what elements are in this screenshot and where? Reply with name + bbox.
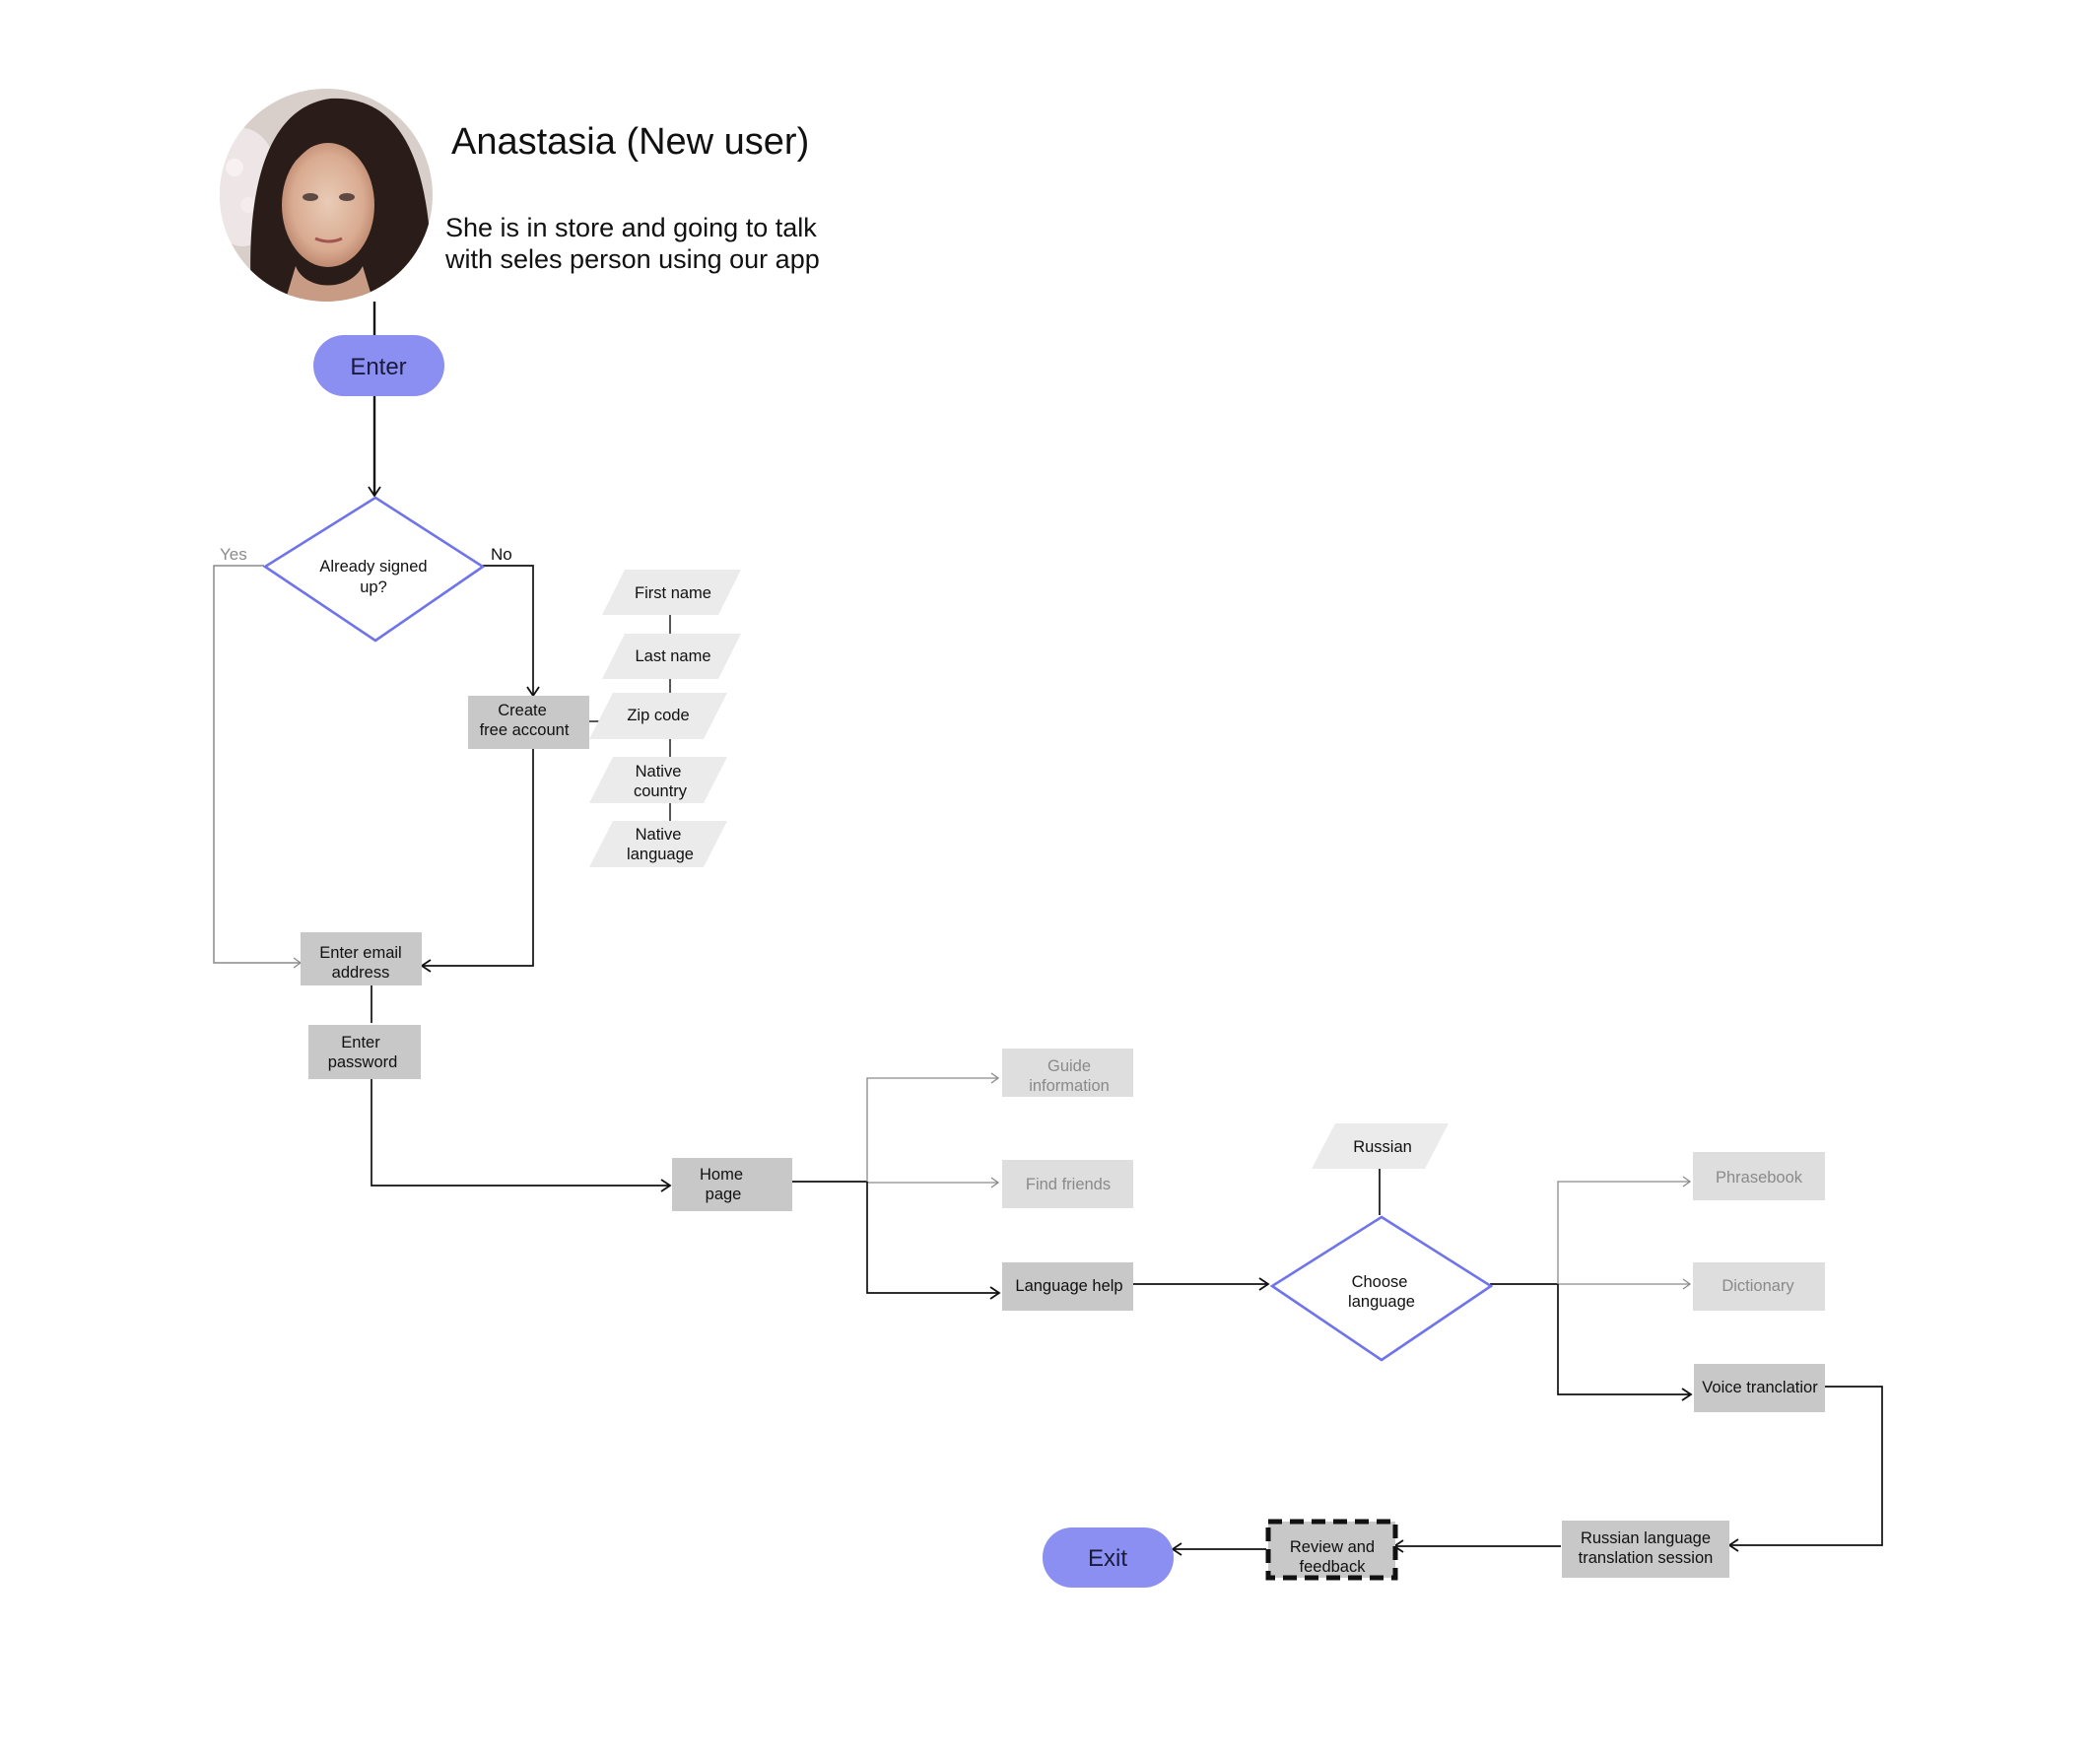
create-account-box[interactable]: Create free account [468, 696, 589, 749]
last-name-label: Last name [635, 647, 710, 665]
dictionary-box[interactable]: Dictionary [1693, 1262, 1825, 1311]
language-help-label: Language help [1015, 1277, 1122, 1295]
home-page-label-2: page [706, 1186, 742, 1203]
enter-terminal[interactable]: Enter [313, 335, 444, 396]
enter-email-label-2: address [332, 964, 390, 982]
native-country-input[interactable]: Native country [589, 757, 727, 803]
enter-password-label-2: password [328, 1053, 398, 1071]
russian-session-box[interactable]: Russian language translation session [1562, 1521, 1729, 1578]
user-portrait-icon [220, 89, 433, 302]
voice-translation-label: Voice tranclatior [1702, 1379, 1818, 1396]
voice-translation-box[interactable]: Voice tranclatior [1694, 1364, 1825, 1412]
connector-no-create [483, 565, 540, 698]
connector-yes-email [213, 565, 303, 969]
native-language-input[interactable]: Native language [589, 821, 727, 867]
review-feedback-box[interactable]: Review and feedback [1265, 1519, 1398, 1581]
find-friends-box[interactable]: Find friends [1002, 1160, 1133, 1208]
connector-password-home [371, 1076, 672, 1192]
connector-create-email [420, 747, 534, 973]
home-page-label-1: Home [700, 1166, 743, 1184]
guide-information-box[interactable]: Guide information [1002, 1049, 1133, 1097]
first-name-label: First name [635, 584, 711, 602]
enter-label: Enter [350, 354, 406, 380]
native-language-label-2: language [627, 846, 694, 863]
guide-information-label-2: information [1029, 1077, 1110, 1095]
choose-language-label-2: language [1348, 1293, 1415, 1311]
native-country-label-1: Native [636, 763, 682, 780]
find-friends-label: Find friends [1026, 1176, 1111, 1193]
persona-avatar [220, 89, 433, 302]
create-account-label-2: free account [480, 721, 570, 739]
enter-password-box[interactable]: Enter password [308, 1025, 421, 1079]
dictionary-label: Dictionary [1722, 1277, 1794, 1295]
exit-terminal[interactable]: Exit [1043, 1527, 1174, 1588]
persona-description-line-2: with seles person using our app [444, 244, 820, 274]
yes-label: Yes [220, 545, 247, 564]
russian-session-label-2: translation session [1579, 1549, 1714, 1567]
connector-language-help [866, 1182, 1001, 1300]
choose-language-decision[interactable]: Choose language [1269, 1215, 1494, 1362]
last-name-input[interactable]: Last name [602, 634, 741, 679]
review-feedback-label-2: feedback [1300, 1558, 1367, 1576]
already-signed-up-decision[interactable]: Already signed up? [262, 496, 486, 643]
russian-session-label-1: Russian language [1581, 1529, 1711, 1547]
guide-information-label-1: Guide [1047, 1057, 1091, 1075]
decision-label-2: up? [360, 578, 387, 596]
enter-email-box[interactable]: Enter email address [301, 932, 422, 985]
persona-name: Anastasia (New user) [451, 121, 809, 163]
home-page-box[interactable]: Home page [672, 1158, 792, 1211]
connector-guide [866, 1072, 1000, 1182]
first-name-input[interactable]: First name [602, 570, 741, 615]
native-country-label-2: country [634, 782, 688, 800]
phrasebook-label: Phrasebook [1716, 1169, 1803, 1187]
persona-description-line-1: She is in store and going to talk [445, 213, 817, 242]
no-label: No [491, 545, 512, 564]
enter-email-label-1: Enter email [319, 944, 401, 962]
enter-password-label-1: Enter [341, 1034, 380, 1052]
russian-input[interactable]: Russian [1312, 1123, 1449, 1169]
language-help-box[interactable]: Language help [1002, 1262, 1133, 1311]
zip-code-label: Zip code [627, 707, 689, 724]
decision-label-1: Already signed [319, 558, 427, 576]
connector-phrasebook [1557, 1176, 1692, 1284]
choose-language-label-1: Choose [1352, 1273, 1408, 1291]
exit-label: Exit [1088, 1545, 1127, 1572]
create-account-label-1: Create [498, 702, 547, 719]
phrasebook-box[interactable]: Phrasebook [1693, 1152, 1825, 1200]
review-feedback-label-1: Review and [1290, 1538, 1375, 1556]
connectors [213, 302, 1883, 1556]
native-language-label-1: Native [636, 826, 682, 844]
zip-code-input[interactable]: Zip code [589, 693, 727, 739]
connector-voice [1557, 1284, 1693, 1401]
russian-label: Russian [1353, 1138, 1412, 1156]
connector-voice-session [1727, 1386, 1883, 1552]
